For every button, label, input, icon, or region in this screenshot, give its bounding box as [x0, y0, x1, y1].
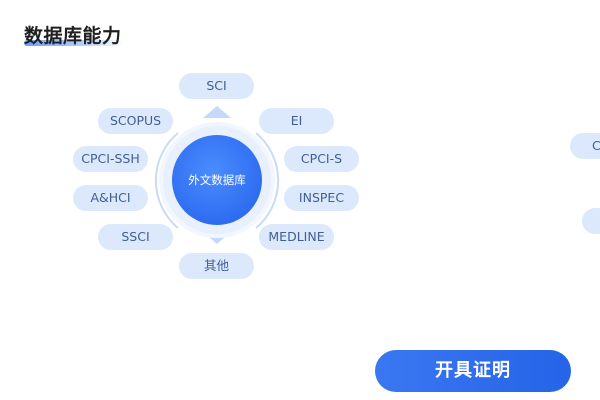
database-pill-cpci-s[interactable]: CPCI-S	[284, 146, 359, 172]
title-underline	[24, 40, 124, 46]
database-pill-scopus[interactable]: SCOPUS	[98, 108, 173, 134]
database-pill-other[interactable]: 其他	[179, 253, 254, 279]
arrow-up-icon	[203, 106, 231, 118]
database-pill-inspec[interactable]: INSPEC	[284, 185, 359, 211]
right-database-pill-partial[interactable]: C	[570, 133, 600, 159]
issue-certificate-button[interactable]: 开具证明	[375, 350, 571, 392]
center-database-node: 外文数据库	[172, 135, 262, 225]
section-title: 数据库能力	[24, 25, 122, 47]
database-pill-ahci[interactable]: A&HCI	[73, 185, 148, 211]
database-pill-sci[interactable]: SCI	[179, 73, 254, 99]
right-database-pill-partial-2[interactable]	[582, 208, 600, 234]
database-pill-ei[interactable]: EI	[259, 108, 334, 134]
database-pill-ssci[interactable]: SSCI	[98, 224, 173, 250]
database-pill-cpci-ssh[interactable]: CPCI-SSH	[73, 146, 148, 172]
database-pill-medline[interactable]: MEDLINE	[259, 224, 334, 250]
